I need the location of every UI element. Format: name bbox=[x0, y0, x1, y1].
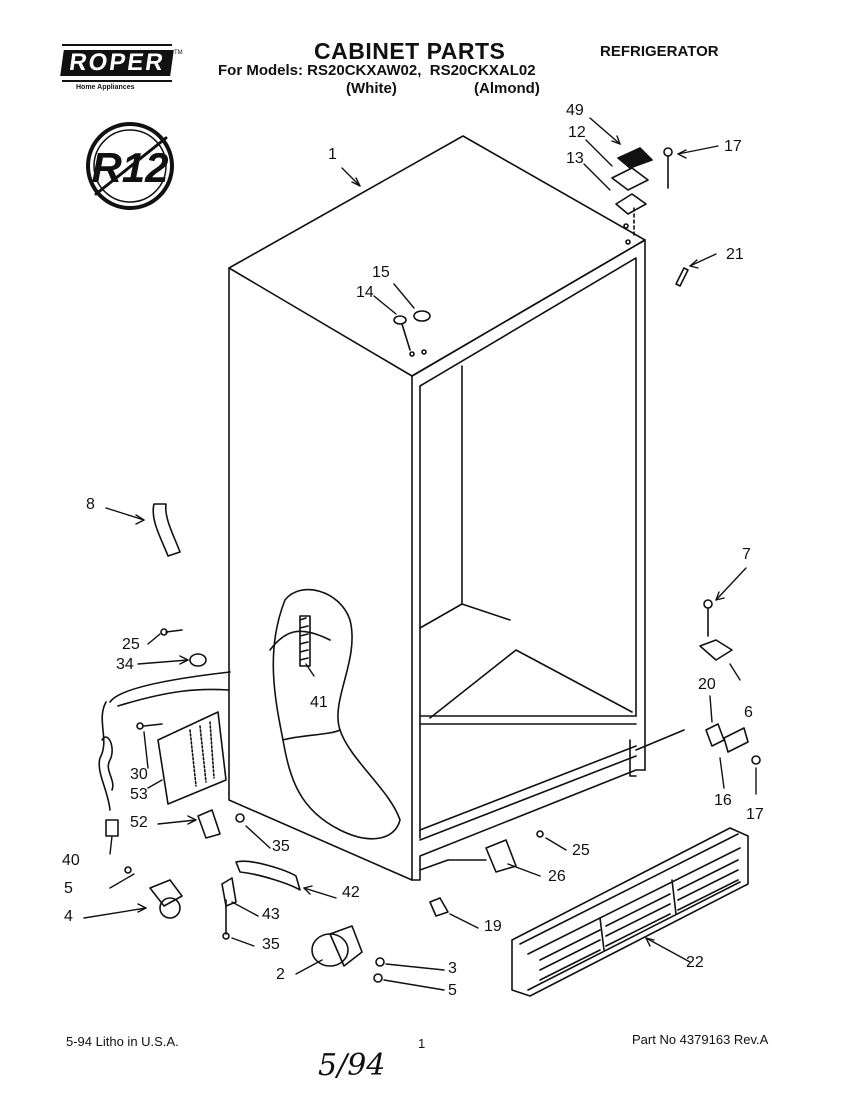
footer-part-number: Part No 4379163 Rev.A bbox=[632, 1032, 769, 1047]
callout-26: 26 bbox=[548, 868, 566, 885]
door-stop-parts bbox=[635, 599, 761, 765]
model-color-1: (White) bbox=[346, 80, 397, 97]
models-label: For Models: bbox=[218, 62, 303, 79]
callout-4: 4 bbox=[64, 908, 73, 925]
roper-logo: ROPER TM Home Appliances bbox=[60, 42, 183, 94]
callout-49: 49 bbox=[566, 102, 584, 119]
callout-20: 20 bbox=[698, 676, 716, 693]
callout-19: 19 bbox=[484, 918, 502, 935]
footer-page-number: 1 bbox=[418, 1036, 426, 1051]
logo-rule-top bbox=[62, 44, 172, 46]
callout-21: 21 bbox=[726, 246, 744, 263]
callout-15: 15 bbox=[372, 264, 390, 281]
callout-35-lower: 35 bbox=[262, 936, 280, 953]
model-color-2: (Almond) bbox=[474, 80, 540, 97]
callout-41: 41 bbox=[310, 694, 328, 711]
r12-stamp: R12 bbox=[86, 122, 174, 210]
logo-rule-bottom bbox=[62, 80, 172, 82]
cabinet-outline bbox=[228, 135, 646, 881]
callout-53: 53 bbox=[130, 786, 148, 803]
callout-5-bottom: 5 bbox=[448, 982, 457, 999]
callout-35-upper: 35 bbox=[272, 838, 290, 855]
models-row: For Models: RS20CKXAW02, RS20CKXAL02 bbox=[218, 62, 536, 79]
callout-3: 3 bbox=[448, 960, 457, 977]
callout-13: 13 bbox=[566, 150, 584, 167]
callout-43: 43 bbox=[262, 906, 280, 923]
callout-14: 14 bbox=[356, 284, 374, 301]
callout-42: 42 bbox=[342, 884, 360, 901]
leader-lines bbox=[83, 117, 757, 991]
top-caps bbox=[393, 310, 431, 357]
page-title: CABINET PARTS bbox=[314, 38, 506, 64]
callout-8: 8 bbox=[86, 496, 95, 513]
callout-22: 22 bbox=[686, 954, 704, 971]
toe-grille bbox=[511, 827, 749, 997]
callout-12: 12 bbox=[568, 124, 586, 141]
callout-17-top: 17 bbox=[724, 138, 742, 155]
model-number-2: RS20CKXAL02 bbox=[429, 62, 536, 79]
logo-tagline: Home Appliances bbox=[76, 84, 135, 91]
callout-6: 6 bbox=[744, 704, 753, 721]
logo-trademark: TM bbox=[174, 50, 183, 56]
bottom-parts bbox=[124, 830, 544, 983]
product-type: REFRIGERATOR bbox=[600, 43, 719, 60]
callout-1: 1 bbox=[328, 146, 337, 163]
model-number-1: RS20CKXAW02, bbox=[307, 62, 422, 79]
callout-2: 2 bbox=[276, 966, 285, 983]
callout-17-bottom: 17 bbox=[746, 806, 764, 823]
footer-print-info: 5-94 Litho in U.S.A. bbox=[66, 1034, 179, 1049]
callout-25-right: 25 bbox=[572, 842, 590, 859]
drain-tube bbox=[152, 503, 181, 557]
defrost-heater bbox=[299, 615, 311, 667]
callout-16: 16 bbox=[714, 792, 732, 809]
callout-34: 34 bbox=[116, 656, 134, 673]
top-hinge-parts bbox=[611, 147, 689, 287]
callout-30: 30 bbox=[130, 766, 148, 783]
handwritten-date: 5/94 bbox=[318, 1048, 386, 1083]
callout-25-left: 25 bbox=[122, 636, 140, 653]
callout-52: 52 bbox=[130, 814, 148, 831]
callout-40: 40 bbox=[62, 852, 80, 869]
callout-5-left: 5 bbox=[64, 880, 73, 897]
callout-7: 7 bbox=[742, 546, 751, 563]
